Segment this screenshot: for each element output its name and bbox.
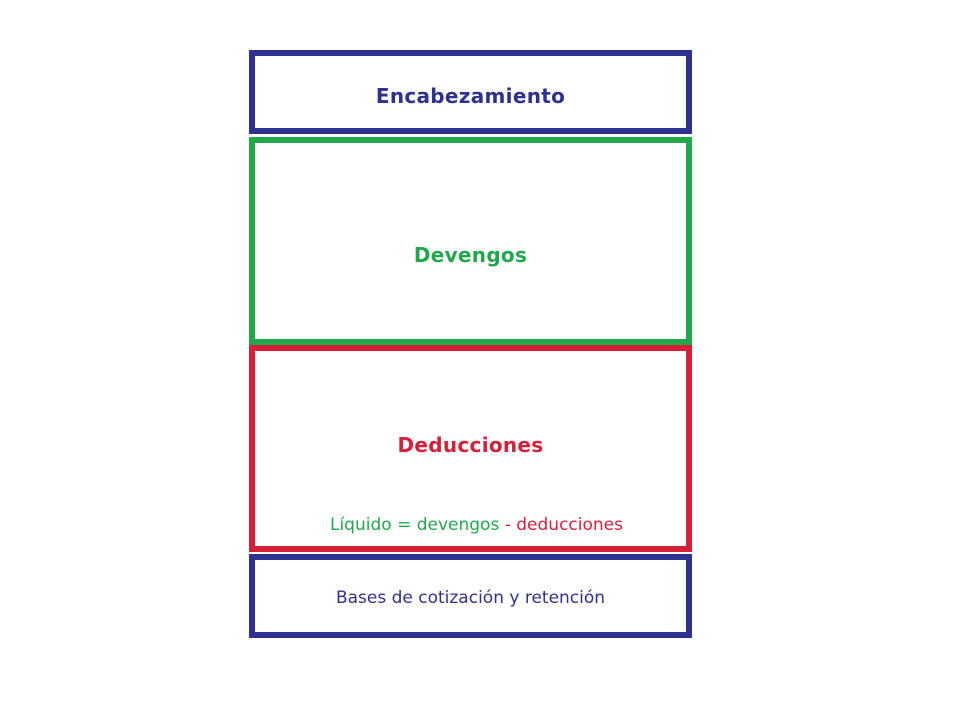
formula-minus-operator: - (499, 515, 517, 535)
devengos-section-box: Devengos (249, 137, 692, 345)
formula-deducciones: deducciones (516, 515, 623, 535)
header-section-label: Encabezamiento (375, 84, 566, 108)
bases-section-label: Bases de cotización y retención (335, 588, 606, 608)
formula-net-devengos: Líquido = devengos (329, 515, 500, 535)
deducciones-section-box: Deducciones Líquido = devengos - deducci… (249, 345, 692, 552)
deducciones-section-label: Deducciones (397, 433, 544, 457)
devengos-section-label: Devengos (413, 243, 528, 267)
header-section-box: Encabezamiento (249, 50, 692, 134)
bases-section-box: Bases de cotización y retención (249, 554, 692, 638)
net-pay-formula: Líquido = devengos - deducciones (255, 515, 686, 535)
